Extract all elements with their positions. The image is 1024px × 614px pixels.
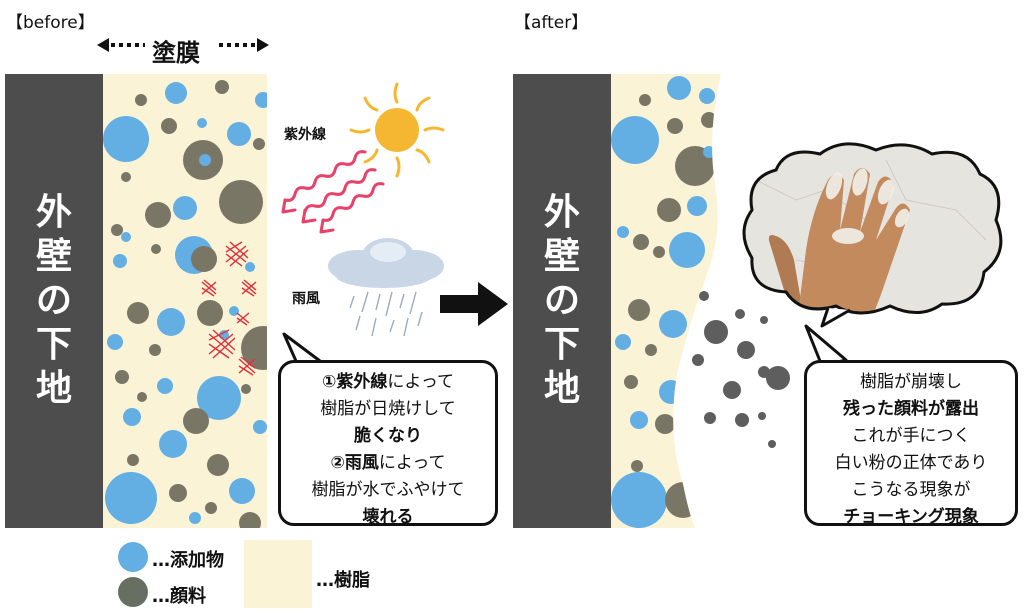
before-label: 【before】 xyxy=(6,13,95,33)
callout-text: こうなる現象が xyxy=(851,480,971,500)
wall-char: 下 xyxy=(543,324,580,365)
hand-photo-bubble xyxy=(742,142,1003,328)
damage-marks xyxy=(201,241,257,376)
wall-char: 地 xyxy=(35,368,72,409)
wall-char: 外 xyxy=(543,192,580,233)
wall-char: 下 xyxy=(35,324,72,365)
after-callout: 樹脂が崩壊し 残った顔料が露出 これが手につく 白い粉の正体であり こうなる現象… xyxy=(804,360,1018,527)
sun-uv-illustration xyxy=(281,82,445,234)
callout-text: ②雨風 xyxy=(330,453,379,473)
wall-char: 地 xyxy=(543,368,580,409)
uv-rays-icon xyxy=(281,150,385,234)
legend-resin-label: …樹脂 xyxy=(316,570,370,591)
coating-label: 塗膜 xyxy=(152,39,200,67)
coating-width-arrow xyxy=(97,38,269,52)
callout-text: 脆くなり xyxy=(354,426,422,446)
legend-additive-swatch xyxy=(118,542,148,572)
callout-text: によって xyxy=(387,372,455,392)
rain-cloud-icon xyxy=(328,238,444,337)
before-coating xyxy=(103,74,267,528)
callout-text: ①紫外線 xyxy=(321,372,388,392)
callout-text: 樹脂が日焼けして xyxy=(320,399,456,419)
after-wall: 外 壁 の 下 地 xyxy=(513,74,611,528)
callout-text: これが手につく xyxy=(851,426,971,446)
callout-text: 樹脂が水でふやけて xyxy=(311,480,465,500)
legend-additive-label: …添加物 xyxy=(152,550,224,571)
before-callout: ①紫外線によって 樹脂が日焼けして 脆くなり ②雨風によって 樹脂が水でふやけて… xyxy=(278,360,498,527)
uv-label: 紫外線 xyxy=(284,127,326,143)
transition-arrow-icon xyxy=(440,282,508,326)
after-coating xyxy=(611,74,721,528)
released-pigment xyxy=(692,291,790,448)
after-label: 【after】 xyxy=(514,13,589,33)
wall-char: 壁 xyxy=(543,236,580,277)
callout-text: によって xyxy=(378,453,446,473)
callout-text: チョーキング現象 xyxy=(843,507,979,527)
before-wall: 外 壁 の 下 地 xyxy=(5,74,103,528)
wall-char: の xyxy=(35,280,72,321)
wall-char: 外 xyxy=(35,192,72,233)
callout-text: 白い粉の正体であり xyxy=(834,453,988,473)
weather-label: 雨風 xyxy=(292,291,320,307)
legend-pigment-label: …顔料 xyxy=(152,586,206,607)
wall-char: の xyxy=(543,280,580,321)
callout-text: 樹脂が崩壊し xyxy=(860,372,962,392)
wall-char: 壁 xyxy=(35,236,72,277)
callout-text: 壊れる xyxy=(362,507,414,527)
sun-icon xyxy=(349,82,445,178)
legend-resin-swatch xyxy=(244,540,312,608)
callout-text: 残った顔料が露出 xyxy=(843,399,979,419)
legend-pigment-swatch xyxy=(118,577,148,607)
